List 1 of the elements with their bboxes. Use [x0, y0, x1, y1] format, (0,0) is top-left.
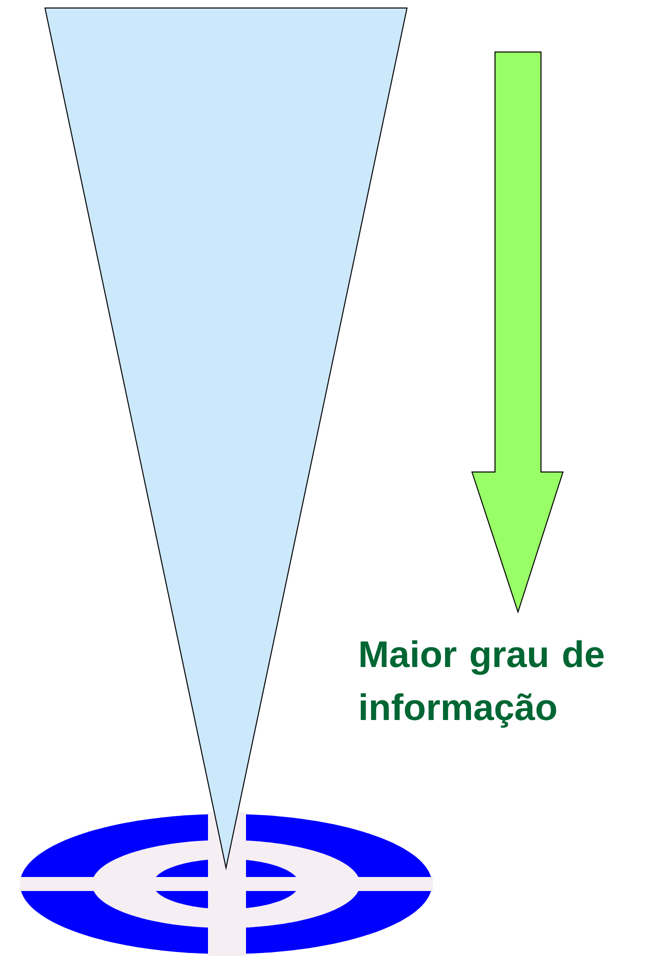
caption-text: Maior grau de informação	[360, 640, 604, 728]
